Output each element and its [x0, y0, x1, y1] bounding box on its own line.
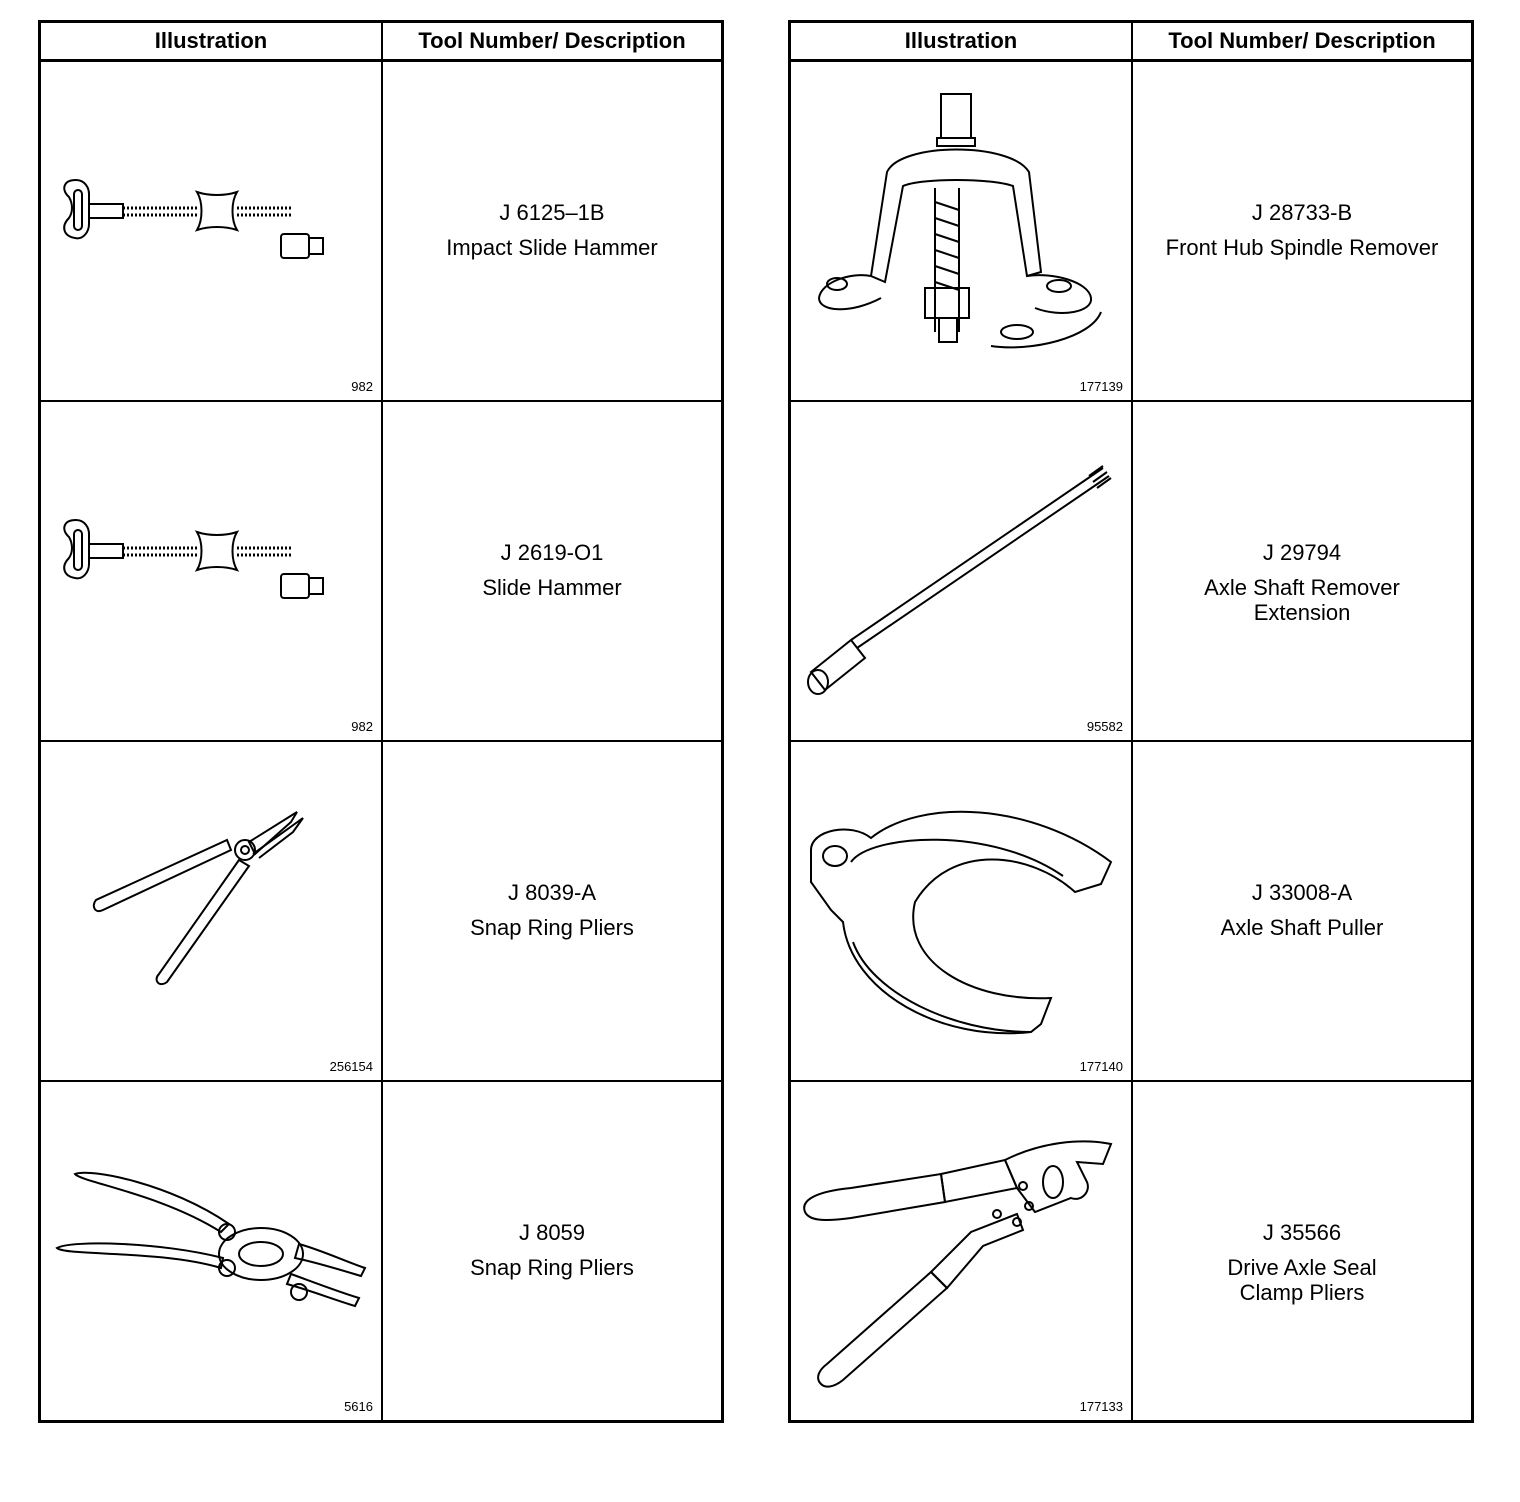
illustration-cell: 982	[38, 59, 383, 402]
table-row: 982 J 6125–1B Impact Slide Hammer	[38, 59, 724, 402]
figure-number: 982	[351, 719, 373, 734]
header-tool-description: Tool Number/ Description	[381, 20, 724, 62]
tool-description: Axle Shaft Remover Extension	[1204, 575, 1400, 625]
tool-description: Snap Ring Pliers	[470, 915, 634, 940]
extension-rod-icon	[807, 465, 1112, 695]
table-row: 177139 J 28733-B Front Hub Spindle Remov…	[788, 59, 1474, 402]
figure-number: 177133	[1079, 1399, 1123, 1414]
tool-number: J 29794	[1262, 540, 1342, 565]
tool-number: J 2619-O1	[500, 540, 604, 565]
tool-table-right: Illustration Tool Number/ Description	[788, 20, 1474, 1423]
description-cell: J 29794 Axle Shaft Remover Extension	[1131, 400, 1474, 742]
header-illustration: Illustration	[38, 20, 383, 62]
snap-ring-pliers-icon	[92, 811, 304, 986]
header-tool-description: Tool Number/ Description	[1131, 20, 1474, 62]
tool-description: Drive Axle Seal Clamp Pliers	[1227, 1255, 1377, 1305]
tool-number: J 6125–1B	[499, 200, 605, 225]
tool-number: J 35566	[1262, 1220, 1342, 1245]
figure-number: 95582	[1086, 719, 1123, 734]
tool-number: J 8039-A	[507, 880, 597, 905]
slide-hammer-icon	[63, 178, 324, 259]
description-cell: J 33008-A Axle Shaft Puller	[1131, 740, 1474, 1082]
tool-description: Front Hub Spindle Remover	[1165, 235, 1439, 260]
description-cell: J 8039-A Snap Ring Pliers	[381, 740, 724, 1082]
illustration-cell: 95582	[788, 400, 1133, 742]
table-row: 5616 J 8059 Snap Ring Pliers	[38, 1080, 724, 1423]
illustration-cell: 177133	[788, 1080, 1133, 1423]
snap-ring-pliers-icon	[55, 1171, 367, 1308]
figure-number: 256154	[329, 1059, 373, 1074]
table-row: 982 J 2619-O1 Slide Hammer	[38, 400, 724, 742]
description-cell: J 8059 Snap Ring Pliers	[381, 1080, 724, 1423]
illustration-cell: 177140	[788, 740, 1133, 1082]
slide-hammer-icon	[63, 518, 324, 599]
illustration-cell: 177139	[788, 59, 1133, 402]
seal-clamp-pliers-icon	[803, 1140, 1113, 1388]
tool-table-left: Illustration Tool Number/ Description	[38, 20, 724, 1423]
description-cell: J 2619-O1 Slide Hammer	[381, 400, 724, 742]
hub-spindle-remover-icon	[817, 93, 1102, 349]
table-row: 256154 J 8039-A Snap Ring Pliers	[38, 740, 724, 1082]
description-cell: J 6125–1B Impact Slide Hammer	[381, 59, 724, 402]
tool-description: Impact Slide Hammer	[446, 235, 658, 260]
figure-number: 5616	[344, 1399, 373, 1414]
description-cell: J 35566 Drive Axle Seal Clamp Pliers	[1131, 1080, 1474, 1423]
axle-shaft-puller-icon	[810, 810, 1113, 1035]
table-row: 177140 J 33008-A Axle Shaft Puller	[788, 740, 1474, 1082]
tool-description: Axle Shaft Puller	[1220, 915, 1384, 940]
tool-number: J 28733-B	[1251, 200, 1353, 225]
illustration-cell: 5616	[38, 1080, 383, 1423]
tool-description: Snap Ring Pliers	[470, 1255, 634, 1280]
description-cell: J 28733-B Front Hub Spindle Remover	[1131, 59, 1474, 402]
figure-number: 177140	[1079, 1059, 1123, 1074]
figure-number: 177139	[1079, 379, 1123, 394]
header-illustration: Illustration	[788, 20, 1133, 62]
tool-number: J 8059	[518, 1220, 586, 1245]
table-row: 177133 J 35566 Drive Axle Seal Clamp Pli…	[788, 1080, 1474, 1423]
figure-number: 982	[351, 379, 373, 394]
tool-description: Slide Hammer	[482, 575, 622, 600]
illustration-cell: 256154	[38, 740, 383, 1082]
table-row: 95582 J 29794 Axle Shaft Remover Extensi…	[788, 400, 1474, 742]
tool-number: J 33008-A	[1251, 880, 1353, 905]
illustration-cell: 982	[38, 400, 383, 742]
